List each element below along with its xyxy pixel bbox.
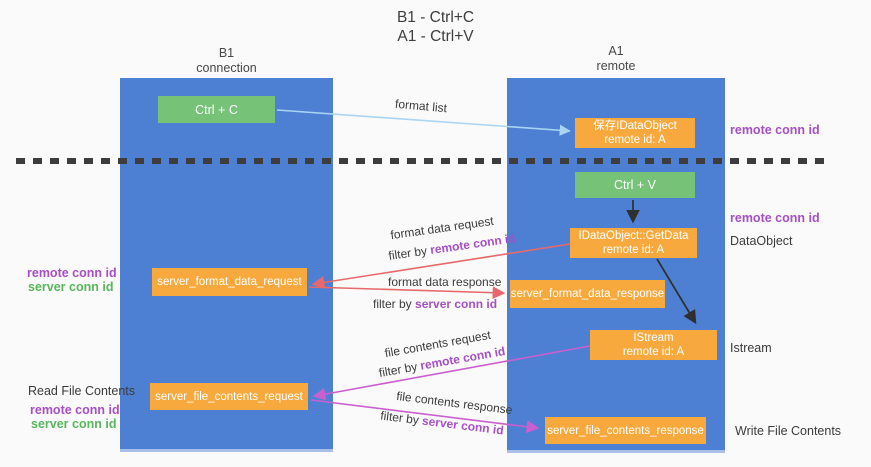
sidelabel-left-server-conn-id-top: server conn id (28, 280, 114, 294)
node-idataobject-getdata: IDataObject::GetData remote id: A (570, 228, 697, 258)
label-format-data-response: format data response (388, 275, 502, 289)
arrow-getdata-istream (656, 258, 697, 325)
label-server-conn-id: server conn id (415, 297, 498, 311)
node-server-format-data-request: server_format_data_request (152, 268, 307, 296)
node-istream: IStream remote id: A (590, 330, 717, 360)
node-server-file-contents-response: server_file_contents_response (545, 417, 706, 444)
sidelabel-left-server-conn-id-bottom: server conn id (31, 417, 117, 431)
node-server-file-contents-response-label: server_file_contents_response (547, 424, 704, 437)
node-server-format-data-response: server_format_data_response (510, 280, 665, 308)
diagram-title-line2: A1 - Ctrl+V (397, 28, 474, 45)
node-getdata-line2: remote id: A (602, 244, 665, 256)
lane-a1-title: A1 (608, 44, 624, 58)
node-server-file-contents-request-label: server_file_contents_request (155, 390, 303, 403)
label-filter-prefix: filter by (373, 297, 416, 311)
lane-header-b1: B1 connection (120, 46, 333, 76)
node-ctrl-c: Ctrl + C (158, 96, 275, 123)
node-ctrl-c-label: Ctrl + C (195, 102, 238, 117)
label-format-data-response-filter: filter by server conn id (373, 297, 497, 311)
sidelabel-write-file-contents: Write File Contents (735, 424, 842, 438)
arrow-format-data-request (311, 243, 571, 289)
node-getdata-line1: IDataObject::GetData (578, 230, 689, 242)
arrow-format-data-response (308, 286, 506, 300)
sidelabel-left-remote-conn-id-bottom: remote conn id (30, 403, 120, 417)
lane-b1-subtitle: connection (196, 61, 257, 75)
node-server-format-data-response-label: server_format_data_response (510, 288, 665, 300)
node-server-format-data-request-label: server_format_data_request (157, 276, 302, 288)
node-save-dataobject: 保存IDataObject remote id: A (575, 118, 695, 148)
node-ctrl-v-label: Ctrl + V (613, 178, 657, 192)
arrow-file-contents-response (310, 399, 540, 434)
node-istream-line2: remote id: A (622, 346, 685, 358)
sidelabel-istream: Istream (730, 341, 772, 355)
arrow-format-list (276, 109, 571, 136)
sidelabel-remote-conn-id-top: remote conn id (730, 123, 820, 137)
lane-header-a1: A1 remote (507, 44, 725, 74)
sidelabel-read-file-contents: Read File Contents (28, 384, 136, 398)
sidelabel-left-remote-conn-id-top: remote conn id (27, 266, 117, 280)
node-save-dataobject-line2: remote id: A (604, 134, 666, 146)
node-ctrl-v: Ctrl + V (575, 172, 695, 198)
node-save-dataobject-line1: 保存IDataObject (593, 120, 677, 132)
node-istream-line1: IStream (633, 332, 674, 344)
sidelabel-remote-conn-id-mid: remote conn id (730, 211, 820, 225)
lane-a1-subtitle: remote (596, 59, 636, 73)
sidelabel-dataobject: DataObject (730, 234, 793, 248)
node-server-file-contents-request: server_file_contents_request (150, 383, 308, 410)
arrow-file-contents-request (312, 345, 591, 401)
diagram-title-line1: B1 - Ctrl+C (396, 9, 475, 26)
lane-b1-title: B1 (218, 46, 235, 60)
